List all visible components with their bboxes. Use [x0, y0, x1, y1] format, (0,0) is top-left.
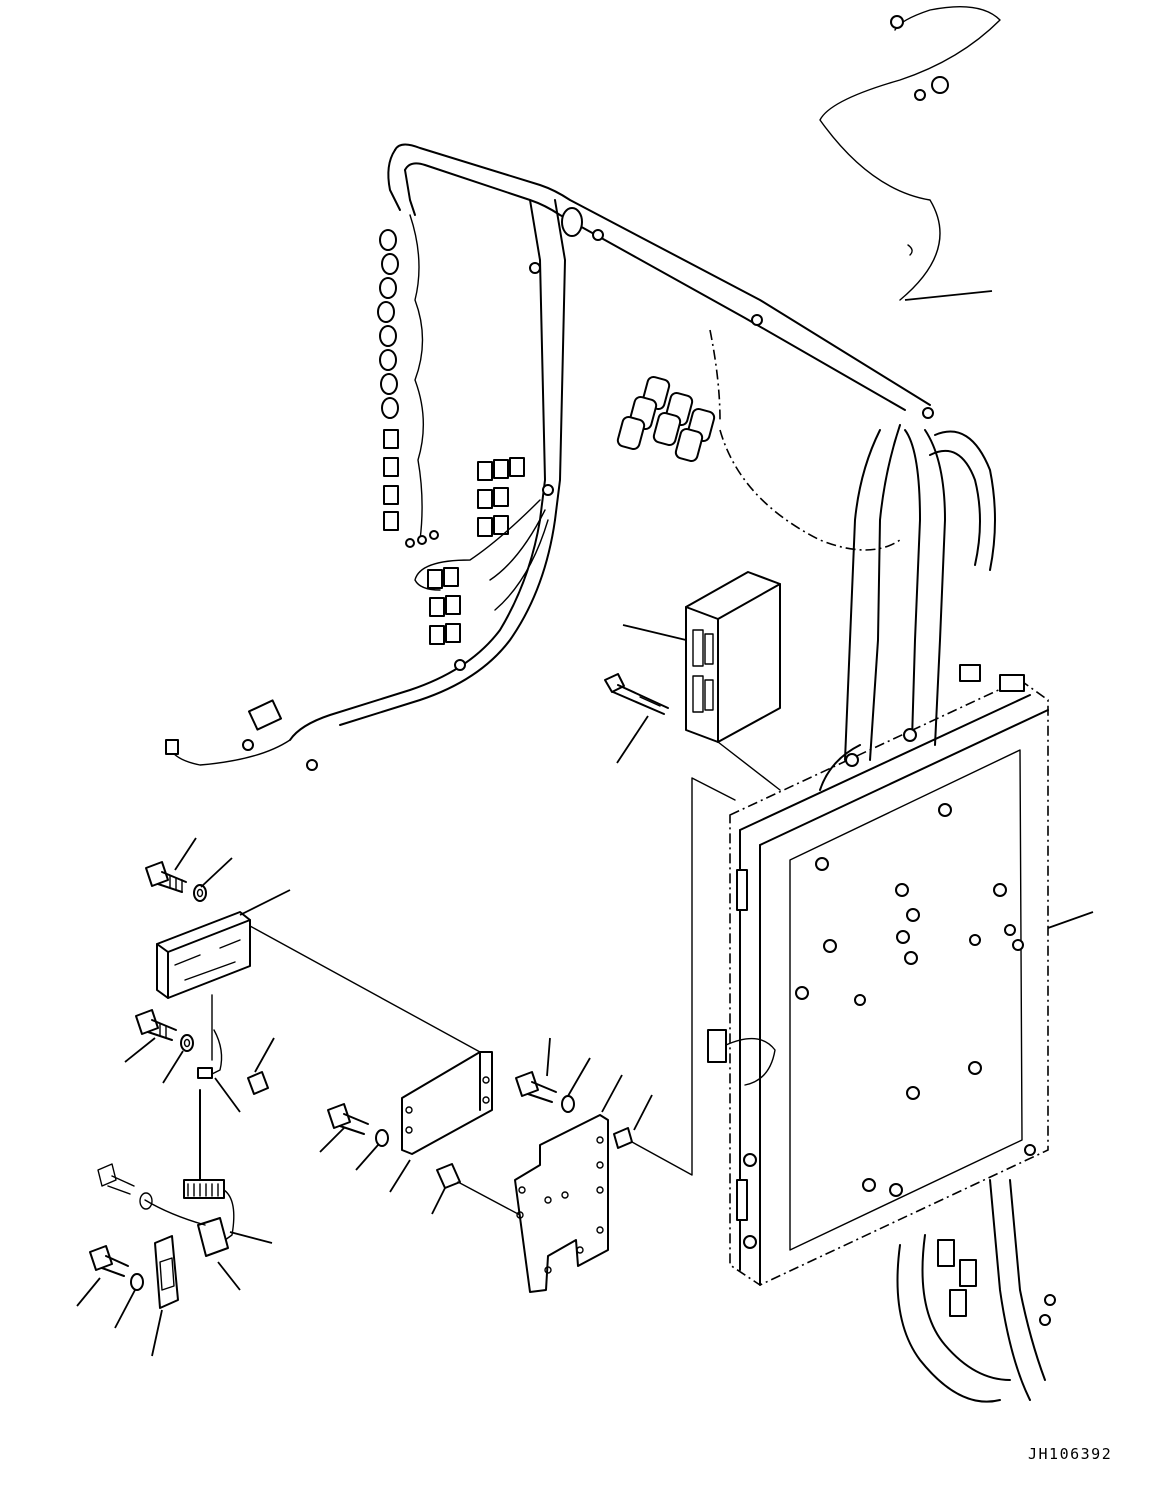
bolt-icon [327, 1103, 369, 1135]
bolt-icon [145, 861, 187, 893]
main-box-icon [707, 664, 1056, 1403]
washer-icon [375, 1129, 389, 1147]
washer-icon [139, 1192, 153, 1210]
washer-icon [193, 884, 207, 902]
bracket-icon [154, 1235, 179, 1309]
spacer-icon [247, 1071, 269, 1095]
bolt-icon [604, 673, 669, 715]
bolt-icon [89, 1245, 129, 1277]
drawing-code: JH106392 [1028, 1445, 1113, 1463]
washer-icon [180, 1034, 194, 1052]
connector-chain [377, 214, 439, 548]
washer-icon [130, 1273, 144, 1291]
relay-block [414, 457, 549, 645]
connector-icon [144, 1089, 235, 1257]
spacer-icon [613, 1127, 633, 1149]
bolt-icon [97, 1163, 135, 1195]
bracket-icon [514, 1114, 609, 1293]
washer-icon [561, 1095, 575, 1113]
switch-pack [616, 376, 716, 462]
bolt-icon [515, 1071, 557, 1103]
bolt-icon [135, 1009, 177, 1041]
wiring-harness-icon [165, 5, 1001, 771]
controller-icon [685, 571, 781, 743]
spacer-icon [436, 1163, 461, 1189]
connector-icon [156, 911, 251, 1061]
bracket-icon [401, 1051, 493, 1155]
leader-lines [76, 290, 1094, 1357]
